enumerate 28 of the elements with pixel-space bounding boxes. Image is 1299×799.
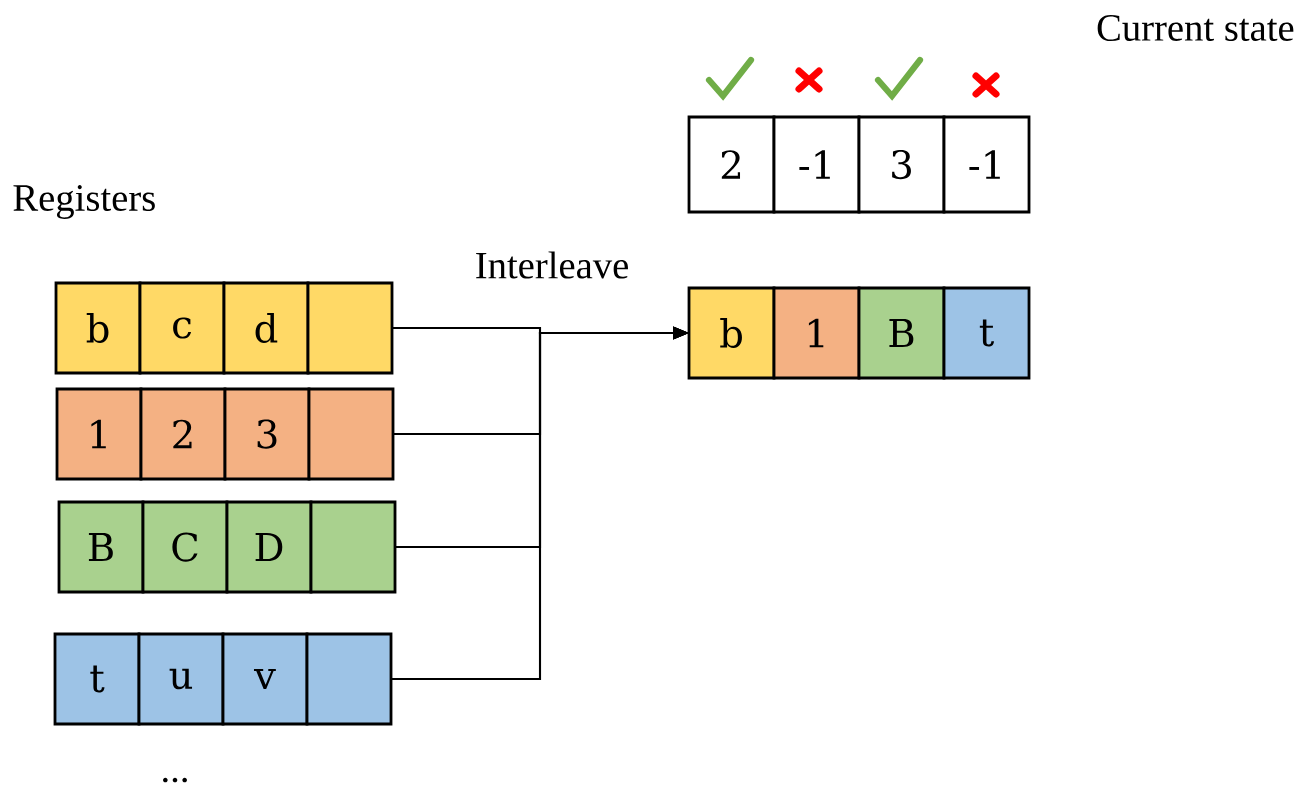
cell: -1 — [772, 115, 861, 214]
heading: Interleave — [476, 251, 628, 279]
cell: b — [54, 281, 142, 375]
empty-cell — [305, 632, 393, 726]
cell: c — [138, 281, 226, 375]
cell: -1 — [942, 115, 1031, 214]
cell: b — [687, 286, 776, 380]
cell: B — [57, 500, 145, 594]
empty-cell — [307, 387, 395, 481]
cell: u — [137, 632, 225, 726]
heading: ... — [163, 777, 187, 783]
cell: 2 — [139, 387, 227, 481]
cell: 1 — [772, 286, 861, 380]
cell: B — [857, 286, 946, 380]
cell: C — [141, 500, 229, 594]
cell: 2 — [687, 115, 776, 214]
cell: t — [942, 286, 1031, 380]
cell: 3 — [223, 387, 311, 481]
cell: 3 — [857, 115, 946, 214]
cell: D — [225, 500, 313, 594]
heading: Current state — [1097, 15, 1294, 41]
cell: 1 — [55, 387, 143, 481]
empty-cell — [309, 500, 397, 594]
cell: v — [221, 632, 309, 726]
empty-cell — [306, 281, 394, 375]
cell: d — [222, 281, 310, 375]
cell: t — [53, 632, 141, 726]
heading: Registers — [13, 185, 155, 219]
